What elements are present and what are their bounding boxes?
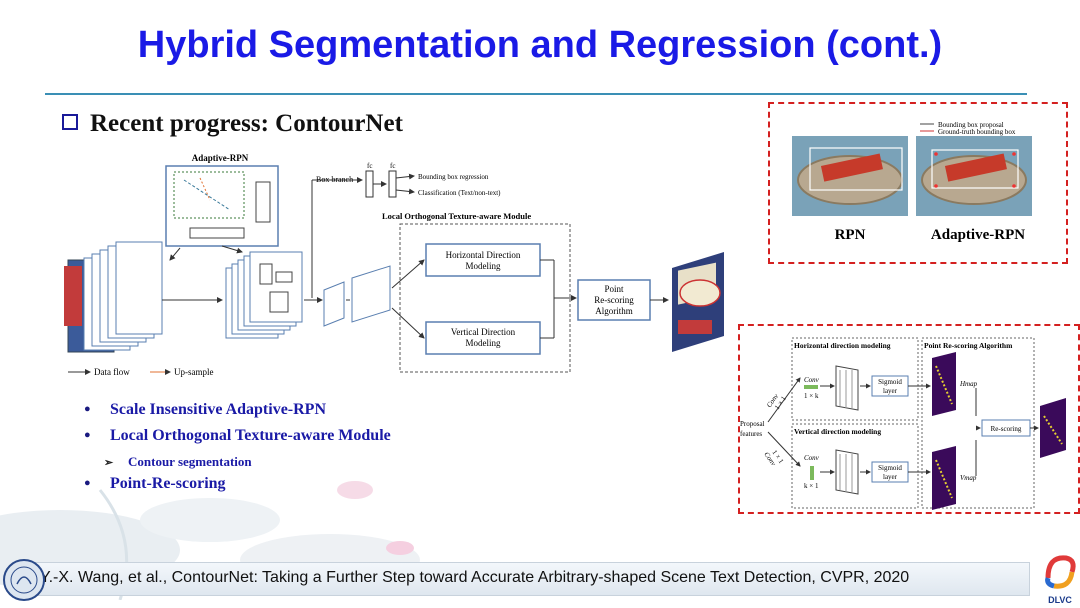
dlvc-logo: DLVC [1045,555,1076,605]
vertical-modeling-box [425,321,541,355]
fc-label-2: fc [390,162,395,170]
lotm-box [399,223,571,373]
rpn-comparison-figure: Bounding box proposal Ground-truth bound… [792,121,1032,243]
slide-title: Hybrid Segmentation and Regression (cont… [137,24,943,66]
one-by-k: 1 × k [804,392,819,400]
rpn-comparison-frame [768,102,1068,264]
sigmoid-h-line1: Sigmoid [878,378,902,386]
rescoring-label: Re-scoring [991,425,1022,433]
adaptive-rpn-sample-image [916,136,1032,216]
bullet-text: Point-Re-scoring [84,475,226,492]
legend-bbox-proposal: Bounding box proposal [938,121,1004,129]
sub-bullet-text: Contour segmentation [104,454,252,469]
adaptive-rpn-box [165,165,279,247]
square-bullet-icon [62,114,78,131]
bullet-item: Point-Re-scoring [84,475,226,493]
vertical-modeling-line1: Vertical Direction [451,327,516,337]
k-by-one: k × 1 [804,482,819,490]
prs-line3: Algorithm [595,306,633,316]
vmap-image [932,446,956,510]
conv-h-label: Conv [804,376,820,384]
citation-text: Y.-X. Wang, et al., ContourNet: Taking a… [40,569,910,586]
sub-bullet-item: Contour segmentation [104,453,252,471]
dlvc-logo-text: DLVC [1048,595,1072,605]
bullet-text: Scale Insensitive Adaptive-RPN [84,401,326,418]
bullet-text: Local Orthogonal Texture-aware Module [84,427,391,444]
prs-line1: Point [604,284,624,294]
rpn-sample-image [792,136,908,216]
horiz-title: Horizontal direction modeling [794,341,891,350]
proposal-line1: Proposal [740,420,765,428]
adaptive-rpn-label: Adaptive-RPN [192,153,249,163]
input-image-stack [64,241,163,353]
proposal-line2: features [740,430,762,438]
section-heading: Recent progress: ContourNet [62,110,403,138]
conv-v-label: Conv [804,454,820,462]
hmap-label: Hmap [959,380,978,388]
box-branch-label: Box branch [316,175,353,184]
legend-upsample: Up-sample [174,367,214,377]
vert-title: Vertical direction modeling [794,427,881,436]
rpn-caption: RPN [835,227,866,243]
fc-layer-2 [388,170,397,198]
lotm-label: Local Orthogonal Texture-aware Module [382,211,531,221]
legend-gt-bbox: Ground-truth bounding box [938,128,1016,136]
fc-label-1: fc [367,162,372,170]
point-rescoring-box [577,279,651,321]
sigmoid-h-line2: layer [883,387,898,395]
citation-bar [30,562,1030,596]
bullet-item: Local Orthogonal Texture-aware Module [84,427,391,445]
feature-map-stack [225,251,303,339]
detail-module-figure: Horizontal direction modeling Point Re-s… [740,337,1066,510]
bbox-regression-label: Bounding box regression [418,173,489,181]
output-image [672,252,724,352]
horizontal-modeling-box [425,243,541,277]
horizontal-modeling-line1: Horizontal Direction [446,250,521,260]
fc-layer-1 [365,170,374,198]
horizontal-modeling-line2: Modeling [466,261,501,271]
output-map-image [1040,398,1066,458]
title-divider [45,93,1027,95]
contournet-architecture-diagram: Adaptive-RPN Box branch fc fc Bounding b… [64,153,724,377]
classification-label: Classification (Text/non-text) [418,189,501,197]
prs-title: Point Re-scoring Algorithm [924,341,1013,350]
legend-data-flow: Data flow [94,367,130,377]
vmap-label: Vmap [960,474,977,482]
detail-module-frame [738,324,1080,514]
section-heading-text: Recent progress: ContourNet [90,110,403,137]
sigmoid-v-line2: layer [883,473,898,481]
bullet-item: Scale Insensitive Adaptive-RPN [84,401,326,419]
adaptive-rpn-caption: Adaptive-RPN [931,227,1025,243]
sigmoid-v-line1: Sigmoid [878,464,902,472]
vertical-modeling-line2: Modeling [466,338,501,348]
hmap-image [932,352,956,416]
prs-line2: Re-scoring [594,295,634,305]
university-seal-logo [3,559,45,601]
